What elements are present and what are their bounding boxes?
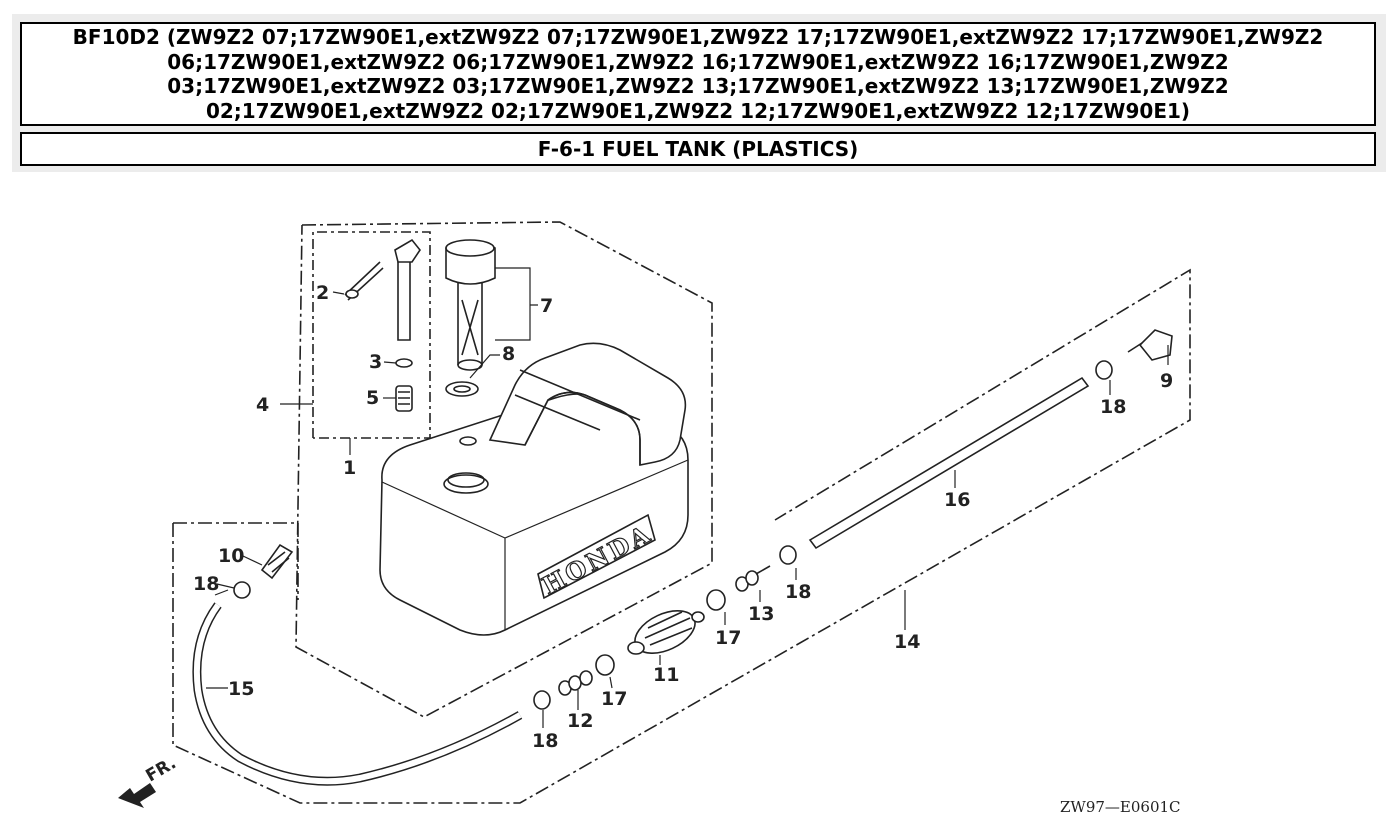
clip-17-b <box>595 654 615 676</box>
callout-3: 3 <box>369 351 382 373</box>
vent-assembly <box>344 238 421 412</box>
callout-15: 15 <box>228 678 254 700</box>
fuel-gauge <box>445 239 496 397</box>
clip-17-a <box>706 589 726 611</box>
callout-5: 5 <box>366 387 379 409</box>
joint-13 <box>735 565 771 592</box>
header-panel: BF10D2 (ZW9Z2 07;17ZW90E1,extZW9Z2 07;17… <box>12 14 1386 172</box>
callout-18-bottom: 18 <box>532 730 558 752</box>
callout-12: 12 <box>567 710 593 732</box>
callout-4: 4 <box>256 394 269 416</box>
joint-12 <box>558 670 593 696</box>
clip-18-c <box>779 545 797 565</box>
gauge-bracket <box>312 231 431 439</box>
clip-18-b <box>1095 360 1113 380</box>
hose-16 <box>808 376 1090 550</box>
fuel-line-bracket <box>173 522 299 600</box>
callout-2: 2 <box>316 282 329 304</box>
clip-18-d <box>533 690 551 710</box>
clip-18-a <box>233 581 251 599</box>
fuel-line-boundary <box>172 268 1191 804</box>
tank-boundary <box>295 221 713 718</box>
callout-9: 9 <box>1160 370 1173 392</box>
callout-17-right: 17 <box>715 627 741 649</box>
section-title: F-6-1 FUEL TANK (PLASTICS) <box>537 137 859 161</box>
subtitle-box: F-6-1 FUEL TANK (PLASTICS) <box>20 132 1376 166</box>
callout-1: 1 <box>343 457 356 479</box>
callout-13: 13 <box>748 603 774 625</box>
reference-code: ZW97—E0601C <box>1060 798 1181 816</box>
front-arrow: FR. <box>118 753 180 808</box>
primer-bulb <box>627 610 705 655</box>
front-label: FR. <box>143 753 180 786</box>
callout-17-left: 17 <box>601 688 627 710</box>
callout-7: 7 <box>540 295 553 317</box>
fuel-tank <box>379 342 689 636</box>
callout-18-left: 18 <box>193 573 219 595</box>
model-title: BF10D2 (ZW9Z2 07;17ZW90E1,extZW9Z2 07;17… <box>72 25 1324 123</box>
callout-18-mid: 18 <box>785 581 811 603</box>
connector-9 <box>1127 329 1173 361</box>
connector-10 <box>260 543 294 580</box>
callout-8: 8 <box>502 343 515 365</box>
callout-11: 11 <box>653 664 679 686</box>
callout-18-top: 18 <box>1100 396 1126 418</box>
callout-14: 14 <box>894 631 920 653</box>
callout-16: 16 <box>944 489 970 511</box>
title-box: BF10D2 (ZW9Z2 07;17ZW90E1,extZW9Z2 07;17… <box>20 22 1376 126</box>
leader-lines <box>206 267 1169 728</box>
callout-10: 10 <box>218 545 244 567</box>
